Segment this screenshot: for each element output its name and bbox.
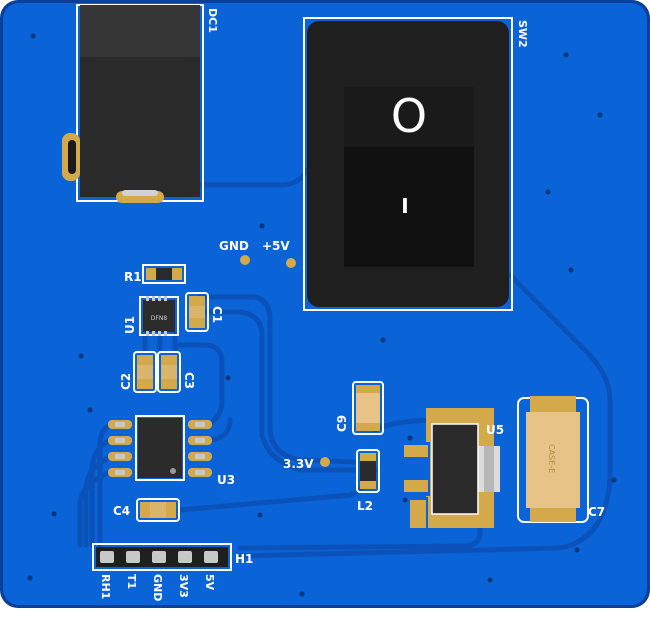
c7-package: CASE-E	[547, 444, 556, 473]
u5-label: U5	[486, 423, 504, 437]
u1-package: DFN8	[151, 315, 168, 322]
c3-capacitor: C3	[157, 351, 196, 393]
sw2-off-symbol: O	[391, 89, 427, 143]
v33-test-point: 3.3V	[283, 457, 330, 471]
c2-label: C2	[119, 373, 133, 390]
dc1-label: DC1	[206, 8, 219, 33]
h1-label: H1	[235, 552, 253, 566]
u3-label: U3	[217, 473, 235, 487]
h1-header: H1 RH1 T1 GND 3V3 5V	[92, 543, 253, 601]
dc1-barrel-jack: DC1	[62, 4, 219, 203]
sw2-outline	[303, 17, 513, 311]
l2-inductor: L2	[356, 449, 380, 513]
vias	[27, 33, 617, 597]
u1-chip: DFN8 U1	[123, 296, 179, 336]
sw2-on-symbol: I	[401, 194, 408, 218]
l2-label: L2	[357, 499, 373, 513]
gnd-label: GND	[219, 239, 249, 253]
plus5v-label: +5V	[262, 239, 290, 253]
c1-label: C1	[210, 306, 224, 323]
sw2-label: SW2	[516, 20, 529, 48]
plus5v-test-pad	[286, 258, 296, 268]
c4-capacitor: C4	[113, 498, 180, 522]
c3-label: C3	[182, 372, 196, 389]
gnd-test-pad	[240, 255, 250, 265]
power-test-points: GND +5V	[219, 239, 296, 268]
c7-capacitor: CASE-E C7	[517, 396, 605, 523]
u5-regulator: U5	[402, 408, 504, 529]
u3-chip: U3	[108, 415, 235, 487]
c4-label: C4	[113, 504, 130, 518]
c7-label: C7	[588, 505, 605, 519]
c1-capacitor: C1	[185, 292, 224, 332]
v33-label: 3.3V	[283, 457, 314, 471]
c9-capacitor: C9	[335, 381, 384, 435]
h1-pin-t1: T1	[125, 574, 138, 589]
u1-label: U1	[123, 316, 137, 334]
sw2-rocker-switch: O I SW2	[303, 17, 529, 311]
h1-pin-3v3: 3V3	[177, 574, 190, 598]
h1-pin-5v: 5V	[203, 574, 216, 591]
r1-label: R1	[124, 270, 142, 284]
r1-resistor: R1	[124, 264, 186, 284]
c9-label: C9	[335, 415, 349, 432]
c2-capacitor: C2	[119, 351, 157, 393]
h1-pin-gnd: GND	[151, 574, 164, 601]
v33-test-pad	[320, 457, 330, 467]
h1-pin-rh1: RH1	[99, 574, 112, 599]
